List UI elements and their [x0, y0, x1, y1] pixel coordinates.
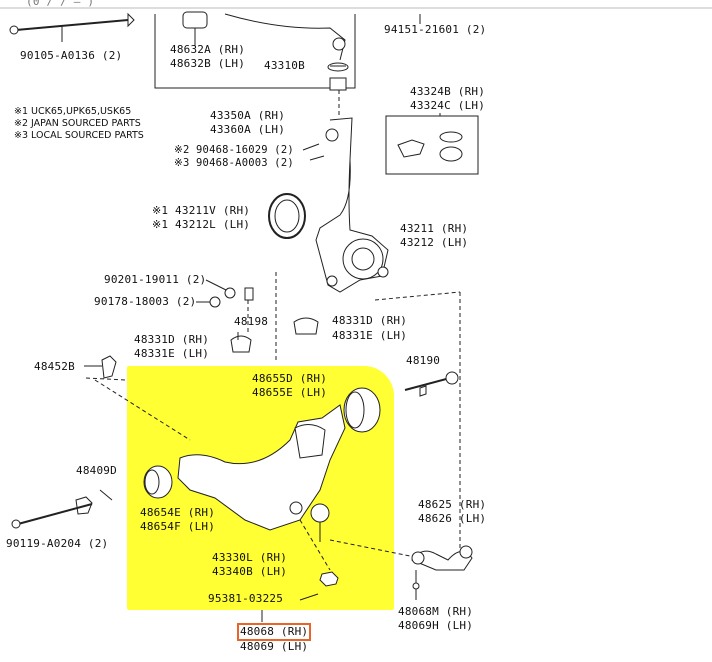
- part-48331e-left[interactable]: 48331E (LH): [134, 347, 210, 360]
- part-90178[interactable]: 90178-18003 (2): [94, 295, 197, 308]
- part-90468-a0003[interactable]: ※3 90468-A0003 (2): [174, 157, 294, 169]
- part-48331d-right[interactable]: 48331D (RH): [332, 314, 408, 327]
- part-43350a[interactable]: 43350A (RH): [210, 109, 286, 122]
- part-48632a[interactable]: 48632A (RH): [170, 43, 246, 56]
- part-48409d[interactable]: 48409D: [76, 464, 117, 477]
- part-43360a[interactable]: 43360A (LH): [210, 123, 286, 136]
- part-48632b[interactable]: 48632B (LH): [170, 57, 246, 70]
- part-48190[interactable]: 48190: [406, 354, 441, 367]
- part-43211v[interactable]: ※1 43211V (RH): [152, 204, 251, 217]
- part-43324c[interactable]: 43324C (LH): [410, 99, 486, 112]
- part-43212l[interactable]: ※1 43212L (LH): [152, 218, 251, 231]
- part-43212[interactable]: 43212 (LH): [400, 236, 469, 249]
- part-48625[interactable]: 48625 (RH): [418, 498, 487, 511]
- part-48654e[interactable]: 48654E (RH): [140, 506, 216, 519]
- part-43340b[interactable]: 43340B (LH): [212, 565, 288, 578]
- part-48068-selected[interactable]: 48068 (RH): [236, 623, 312, 641]
- part-48069h[interactable]: 48069H (LH): [398, 619, 474, 632]
- part-90105[interactable]: 90105-A0136 (2): [20, 49, 123, 62]
- part-90119[interactable]: 90119-A0204 (2): [6, 537, 109, 550]
- part-48198[interactable]: 48198: [234, 315, 269, 328]
- part-48654f[interactable]: 48654F (LH): [140, 520, 216, 533]
- note-1: ※1 UCK65,UPK65,USK65: [14, 106, 132, 117]
- part-90468-16029[interactable]: ※2 90468-16029 (2): [174, 144, 294, 156]
- part-48452b[interactable]: 48452B: [34, 360, 75, 373]
- part-48655d[interactable]: 48655D (RH): [252, 372, 328, 385]
- top-partial-text: (0 / / — ): [26, 0, 95, 8]
- part-48069[interactable]: 48069 (LH): [240, 640, 309, 653]
- part-43324b[interactable]: 43324B (RH): [410, 85, 486, 98]
- part-43310b[interactable]: 43310B: [264, 59, 305, 72]
- part-43330l[interactable]: 43330L (RH): [212, 551, 288, 564]
- part-48331d-left[interactable]: 48331D (RH): [134, 333, 210, 346]
- part-48626[interactable]: 48626 (LH): [418, 512, 487, 525]
- note-2: ※2 JAPAN SOURCED PARTS: [14, 118, 141, 129]
- part-94151[interactable]: 94151-21601 (2): [384, 23, 487, 36]
- part-95381[interactable]: 95381-03225: [208, 592, 284, 605]
- part-48068m[interactable]: 48068M (RH): [398, 605, 474, 618]
- part-48655e[interactable]: 48655E (LH): [252, 386, 328, 399]
- part-43211[interactable]: 43211 (RH): [400, 222, 469, 235]
- part-90201[interactable]: 90201-19011 (2): [104, 273, 207, 286]
- note-3: ※3 LOCAL SOURCED PARTS: [14, 130, 144, 141]
- part-48331e-right[interactable]: 48331E (LH): [332, 329, 408, 342]
